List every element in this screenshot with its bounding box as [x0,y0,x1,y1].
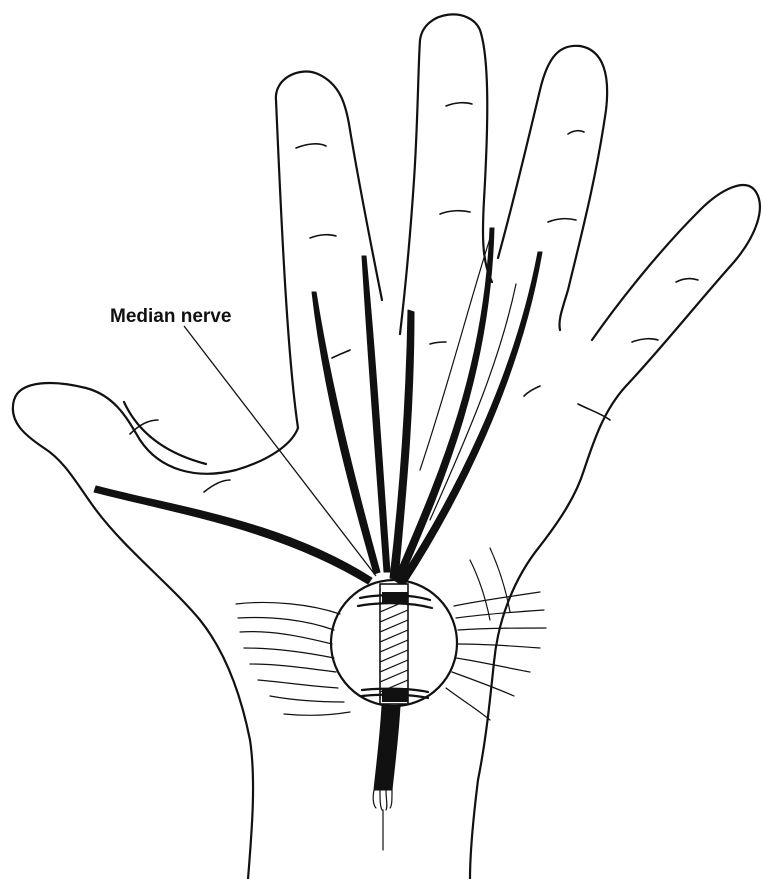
median-nerve-label: Median nerve [110,306,231,327]
hypothenar-muscle-lines [446,548,546,720]
finger-creases [130,103,698,492]
nerve-branch-3 [390,310,414,580]
thenar-branch [94,486,372,584]
median-nerve-branches [94,228,542,586]
forearm-nerve-trunk [373,706,400,850]
carpal-tunnel-magnifier [331,580,457,706]
